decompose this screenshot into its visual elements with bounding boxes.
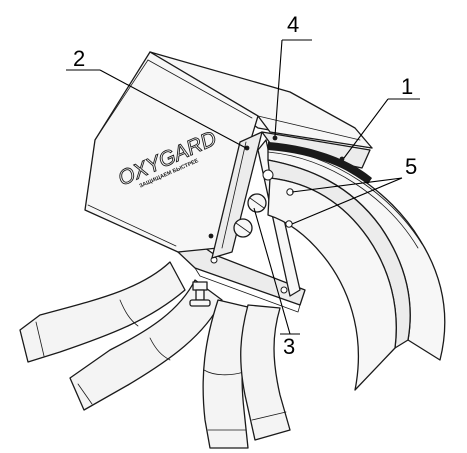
callout-2: 2 xyxy=(73,46,85,71)
callout-3: 3 xyxy=(283,334,295,359)
round-ports xyxy=(233,169,274,238)
hose-right-1 xyxy=(202,299,253,449)
hose-middle xyxy=(69,279,223,411)
leader-lines xyxy=(66,39,420,335)
curved-deflector xyxy=(267,142,446,391)
callout-5: 5 xyxy=(405,154,417,179)
hose-left xyxy=(19,261,186,363)
housing-box xyxy=(84,51,373,259)
hose-right-2 xyxy=(240,304,291,441)
callout-1: 1 xyxy=(401,74,413,99)
callout-4: 4 xyxy=(287,12,299,37)
valve-nipple xyxy=(189,281,211,307)
